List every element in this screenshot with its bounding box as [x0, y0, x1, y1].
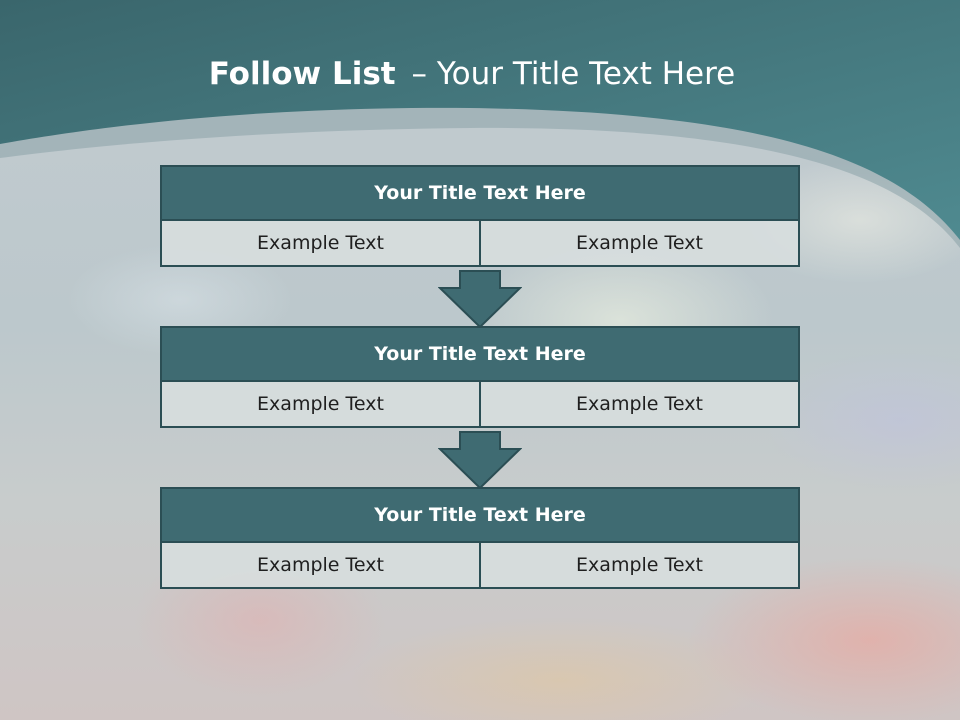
slide-title: Follow List – Your Title Text Here: [0, 56, 944, 92]
block-row: Example Text Example Text: [160, 219, 800, 267]
block-cell-left: Example Text: [160, 219, 481, 267]
block-title: Your Title Text Here: [160, 165, 800, 221]
block-cell-left: Example Text: [160, 541, 481, 589]
block-cell-left: Example Text: [160, 380, 481, 428]
block-title: Your Title Text Here: [160, 326, 800, 382]
block-cell-right: Example Text: [479, 380, 800, 428]
slide-title-bold: Follow List: [208, 56, 396, 92]
down-arrow-icon: [438, 270, 522, 329]
block-row: Example Text Example Text: [160, 380, 800, 428]
block-row: Example Text Example Text: [160, 541, 800, 589]
follow-block-1: Your Title Text Here Example Text Exampl…: [160, 165, 800, 267]
slide-title-rest: – Your Title Text Here: [411, 56, 736, 92]
down-arrow-icon: [438, 431, 522, 490]
block-cell-right: Example Text: [479, 541, 800, 589]
follow-block-3: Your Title Text Here Example Text Exampl…: [160, 487, 800, 589]
follow-block-2: Your Title Text Here Example Text Exampl…: [160, 326, 800, 428]
block-cell-right: Example Text: [479, 219, 800, 267]
header-band: [0, 0, 960, 248]
block-title: Your Title Text Here: [160, 487, 800, 543]
